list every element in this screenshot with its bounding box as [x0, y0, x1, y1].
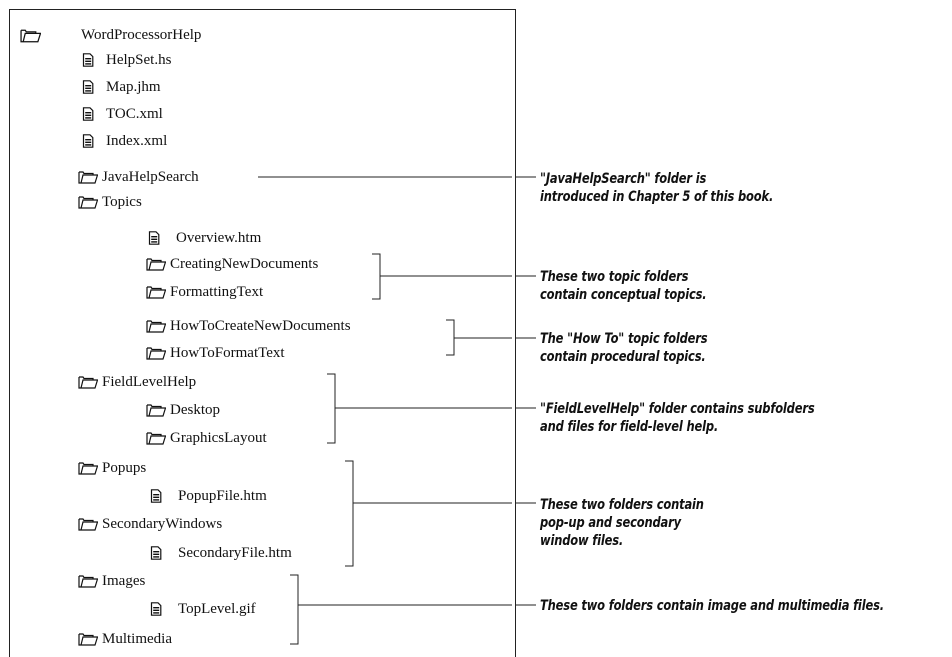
bracket-fieldlevelhelp: [327, 373, 336, 444]
tree-item-label: CreatingNewDocuments: [170, 255, 319, 272]
tree-item-label: Desktop: [170, 401, 220, 418]
note-line: window files.: [540, 533, 624, 549]
tree-item-toplevel[interactable]: TopLevel.gif: [150, 598, 256, 620]
tree-item-label: JavaHelpSearch: [102, 168, 199, 185]
note-line: contain procedural topics.: [540, 349, 706, 365]
file-icon: [150, 602, 162, 616]
tree-item-secondaryfile[interactable]: SecondaryFile.htm: [150, 542, 292, 564]
tree-item-formatting[interactable]: FormattingText: [146, 281, 263, 303]
tree-item-label: GraphicsLayout: [170, 429, 267, 446]
tree-item-howtoformat[interactable]: HowToFormatText: [146, 342, 285, 364]
tree-item-label: PopupFile.htm: [178, 487, 267, 504]
tree-item-label: HelpSet.hs: [106, 51, 172, 68]
tree-item-multimedia[interactable]: Multimedia: [78, 628, 172, 650]
note-fieldlevelhelp: "FieldLevelHelp" folder contains subfold…: [540, 400, 815, 436]
file-icon: [82, 107, 94, 121]
bracket-howto-folders: [446, 319, 455, 356]
tree-item-images[interactable]: Images: [78, 570, 145, 592]
bracket-popups-secondary: [345, 460, 354, 567]
tree-item-label: Overview.htm: [176, 229, 262, 246]
tree-item-label: Popups: [102, 459, 147, 476]
note-images-multimedia: These two folders contain image and mult…: [540, 597, 884, 615]
folder-icon: [78, 195, 98, 209]
tree-item-label: WordProcessorHelp: [81, 26, 202, 43]
note-line: These two topic folders: [540, 269, 689, 285]
tree-item-root[interactable]: WordProcessorHelp: [20, 24, 201, 46]
folder-icon: [146, 319, 166, 333]
folder-icon: [78, 517, 98, 531]
file-icon: [150, 546, 162, 560]
file-icon: [148, 231, 160, 245]
file-icon: [82, 53, 94, 67]
file-icon: [82, 80, 94, 94]
bracket-topic-folders: [372, 253, 381, 300]
tree-item-howtocreate[interactable]: HowToCreateNewDocuments: [146, 315, 351, 337]
tree-item-label: HowToCreateNewDocuments: [170, 317, 351, 334]
folder-icon: [20, 28, 41, 43]
folder-icon: [146, 285, 166, 299]
tree-item-desktop[interactable]: Desktop: [146, 399, 220, 421]
folder-icon: [146, 431, 166, 445]
note-line: These two folders contain image and mult…: [540, 598, 884, 614]
folder-icon: [78, 375, 98, 389]
folder-icon: [78, 574, 98, 588]
tree-item-label: TopLevel.gif: [178, 600, 256, 617]
note-line: "FieldLevelHelp" folder contains subfold…: [540, 401, 815, 417]
tree-item-map[interactable]: Map.jhm: [82, 76, 161, 98]
folder-icon: [146, 403, 166, 417]
tree-item-creating[interactable]: CreatingNewDocuments: [146, 253, 318, 275]
tree-item-label: Images: [102, 572, 146, 589]
tree-panel: [9, 9, 516, 657]
tree-item-label: Map.jhm: [106, 78, 161, 95]
note-popups-secondary: These two folders contain pop-up and sec…: [540, 496, 704, 550]
note-topic-folders: These two topic folders contain conceptu…: [540, 268, 707, 304]
folder-icon: [146, 257, 166, 271]
tree-item-label: HowToFormatText: [170, 344, 285, 361]
tree-item-helpset[interactable]: HelpSet.hs: [82, 49, 171, 71]
folder-icon: [146, 346, 166, 360]
note-line: introduced in Chapter 5 of this book.: [540, 189, 774, 205]
tree-item-label: FieldLevelHelp: [102, 373, 197, 390]
tree-item-label: Topics: [102, 193, 142, 210]
note-line: and files for field-level help.: [540, 419, 719, 435]
tree-item-popups[interactable]: Popups: [78, 457, 146, 479]
note-line: contain conceptual topics.: [540, 287, 707, 303]
tree-item-fieldlevelhelp[interactable]: FieldLevelHelp: [78, 371, 196, 393]
tree-item-label: Multimedia: [102, 630, 172, 647]
tree-item-label: Index.xml: [106, 132, 168, 149]
tree-item-topics[interactable]: Topics: [78, 191, 142, 213]
folder-icon: [78, 170, 98, 184]
note-line: "JavaHelpSearch" folder is: [540, 171, 707, 187]
tree-item-label: TOC.xml: [106, 105, 163, 122]
note-line: These two folders contain: [540, 497, 704, 513]
tree-item-graphics[interactable]: GraphicsLayout: [146, 427, 267, 449]
note-line: The "How To" topic folders: [540, 331, 708, 347]
bracket-images-multimedia: [290, 574, 299, 645]
tree-item-popupfile[interactable]: PopupFile.htm: [150, 485, 267, 507]
file-icon: [150, 489, 162, 503]
tree-item-overview[interactable]: Overview.htm: [148, 227, 261, 249]
folder-icon: [78, 632, 98, 646]
tree-item-label: FormattingText: [170, 283, 264, 300]
tree-item-index[interactable]: Index.xml: [82, 130, 167, 152]
tree-item-secondary[interactable]: SecondaryWindows: [78, 513, 222, 535]
file-icon: [82, 134, 94, 148]
note-line: pop-up and secondary: [540, 515, 681, 531]
tree-item-javahelpsearch[interactable]: JavaHelpSearch: [78, 166, 199, 188]
tree-item-toc[interactable]: TOC.xml: [82, 103, 163, 125]
note-howto-folders: The "How To" topic folders contain proce…: [540, 330, 708, 366]
tree-item-label: SecondaryFile.htm: [178, 544, 292, 561]
tree-item-label: SecondaryWindows: [102, 515, 223, 532]
folder-icon: [78, 461, 98, 475]
note-javahelpsearch: "JavaHelpSearch" folder is introduced in…: [540, 170, 773, 206]
